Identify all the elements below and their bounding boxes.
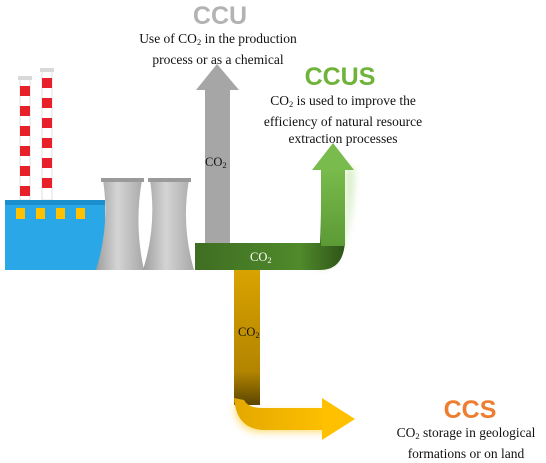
chimney-icon — [40, 68, 54, 201]
cooling-tower-icon — [143, 178, 194, 270]
ccs-heading: CCS — [443, 396, 497, 424]
ccus-heading: CCUS — [304, 63, 376, 91]
ccs-description: CO2 storage in geological formations or … — [396, 425, 536, 461]
factory-icon — [5, 68, 105, 270]
ccus-arrow — [195, 143, 354, 270]
factory-window — [76, 208, 85, 219]
chimney-icon — [18, 76, 32, 201]
co2-label-ccs-flow: CO2 — [238, 325, 260, 340]
ccu-arrow — [196, 64, 239, 243]
co2-label-ccu-flow: CO2 — [205, 155, 227, 170]
factory-window — [16, 208, 25, 219]
cooling-tower-icon — [96, 178, 144, 270]
ccu-heading: CCU — [192, 2, 248, 30]
factory-window — [56, 208, 65, 219]
ccu-description: Use of CO2 in the production process or … — [139, 31, 297, 67]
co2-label-ccus-flow: CO2 — [250, 250, 272, 265]
ccs-arrow — [234, 270, 355, 440]
factory-window — [36, 208, 45, 219]
ccus-description: CO2 is used to improve the efficiency of… — [263, 93, 423, 146]
